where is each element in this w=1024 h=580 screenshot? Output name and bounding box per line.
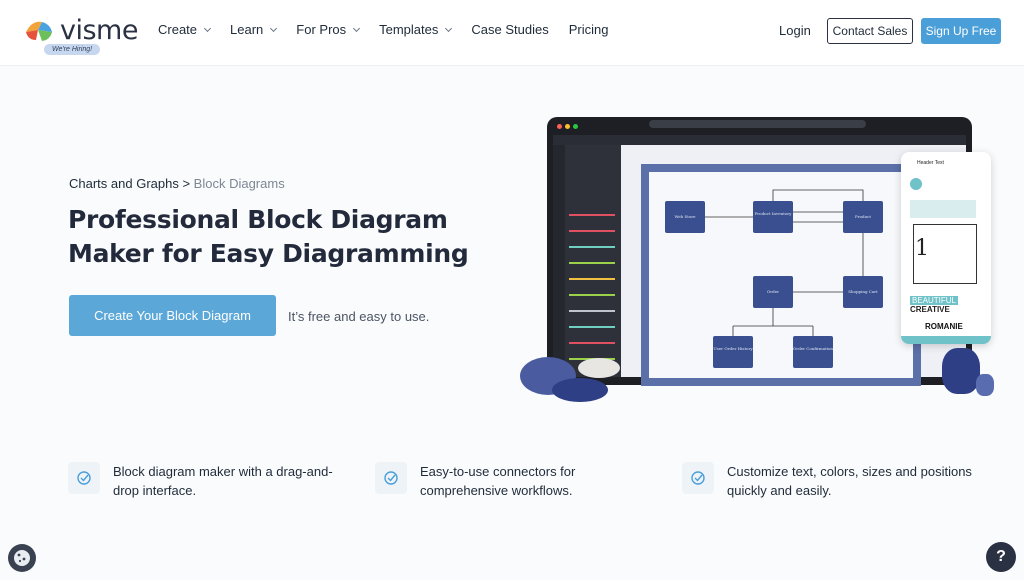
breadcrumb-charts-link[interactable]: Charts and Graphs bbox=[69, 176, 179, 191]
main-nav: Create Learn For Pros Templates Case Stu… bbox=[158, 22, 628, 37]
nav-templates[interactable]: Templates bbox=[379, 22, 453, 37]
breadcrumb: Charts and Graphs > Block Diagrams bbox=[69, 176, 285, 191]
visme-logo[interactable]: visme We're Hiring! bbox=[24, 15, 138, 56]
window-minimize-dot bbox=[565, 124, 570, 129]
diagram-area: Web Store Product Inventory Product Orde… bbox=[649, 172, 913, 378]
decor-cylinder bbox=[552, 378, 608, 402]
login-link[interactable]: Login bbox=[779, 23, 811, 38]
diagram-node-order: Order bbox=[753, 276, 793, 308]
diagram-node-product: Product bbox=[843, 201, 883, 233]
feature-text: Easy-to-use connectors for comprehensive… bbox=[420, 464, 576, 498]
breadcrumb-separator: > bbox=[178, 176, 194, 191]
phone-header-text: Header Text bbox=[917, 160, 944, 166]
editor-shapes-panel bbox=[565, 145, 621, 377]
phone-card bbox=[913, 224, 977, 284]
editor-sidebar bbox=[553, 145, 565, 377]
nav-label: Create bbox=[158, 22, 198, 37]
hero-illustration: Web Store Product Inventory Product Orde… bbox=[520, 112, 1000, 412]
decor-cylinder bbox=[942, 348, 980, 394]
feature-text: Customize text, colors, sizes and positi… bbox=[727, 464, 972, 498]
title-line-1: Professional Block Diagram bbox=[68, 205, 448, 234]
check-circle-icon bbox=[68, 462, 100, 494]
diagram-node-shopping-cart: Shopping Cart bbox=[843, 276, 883, 308]
sign-up-button[interactable]: Sign Up Free bbox=[921, 18, 1001, 44]
nav-label: For Pros bbox=[296, 22, 347, 37]
nav-label: Pricing bbox=[568, 22, 609, 37]
cookie-settings-button[interactable] bbox=[8, 544, 36, 572]
chevron-down-icon bbox=[445, 24, 453, 32]
check-circle-icon bbox=[375, 462, 407, 494]
nav-pricing[interactable]: Pricing bbox=[569, 22, 609, 37]
phone-creative-a: BEAUTIFUL bbox=[910, 296, 959, 305]
phone-name: ROMANIE bbox=[925, 322, 963, 331]
nav-case-studies[interactable]: Case Studies bbox=[471, 22, 548, 37]
nav-label: Learn bbox=[230, 22, 264, 37]
phone-block bbox=[910, 200, 976, 218]
decor-cylinder bbox=[976, 374, 994, 396]
nav-label: Case Studies bbox=[471, 22, 549, 37]
phone-mockup: Header Text 1 BEAUTIFUL CREATIVE ROMANIE bbox=[901, 152, 991, 344]
diagram-node-product-inventory: Product Inventory bbox=[753, 201, 793, 233]
phone-big-number: 1 bbox=[915, 236, 929, 261]
logo-text: visme bbox=[60, 15, 138, 46]
phone-creative-b: CREATIVE bbox=[910, 305, 950, 314]
help-button[interactable]: ? bbox=[986, 542, 1016, 572]
nav-for-pros[interactable]: For Pros bbox=[296, 22, 361, 37]
browser-address-bar bbox=[649, 120, 866, 128]
decor-cylinder bbox=[578, 358, 620, 378]
chevron-down-icon bbox=[353, 24, 361, 32]
phone-circle bbox=[910, 178, 922, 190]
nav-label: Templates bbox=[379, 22, 439, 37]
editor-toolbar bbox=[553, 135, 966, 145]
cta-note: It’s free and easy to use. bbox=[288, 309, 430, 324]
shapes-panel-lines bbox=[569, 214, 615, 360]
window-maximize-dot bbox=[573, 124, 578, 129]
cookie-icon bbox=[14, 550, 30, 566]
page-title: Professional Block Diagram Maker for Eas… bbox=[68, 203, 498, 271]
hiring-badge[interactable]: We're Hiring! bbox=[44, 44, 101, 55]
title-line-2: Maker for Easy Diagramming bbox=[68, 239, 469, 268]
diagram-node-order-history: User Order History bbox=[713, 336, 753, 368]
diagram-node-web-store: Web Store bbox=[665, 201, 705, 233]
phone-creative: BEAUTIFUL CREATIVE bbox=[910, 296, 991, 314]
nav-learn[interactable]: Learn bbox=[230, 22, 278, 37]
diagram-node-order-confirmation: Order Confirmation bbox=[793, 336, 833, 368]
create-block-diagram-button[interactable]: Create Your Block Diagram bbox=[69, 295, 276, 336]
contact-sales-button[interactable]: Contact Sales bbox=[827, 18, 913, 44]
feature-text: Block diagram maker with a drag-and-drop… bbox=[113, 464, 333, 498]
visme-logo-icon bbox=[26, 21, 52, 41]
chevron-down-icon bbox=[203, 24, 212, 32]
breadcrumb-current: Block Diagrams bbox=[193, 176, 285, 191]
diagram-connectors bbox=[705, 189, 864, 336]
phone-teal-bar bbox=[901, 336, 991, 344]
window-close-dot bbox=[557, 124, 562, 129]
chevron-down-icon bbox=[270, 24, 278, 32]
check-circle-icon bbox=[682, 462, 714, 494]
nav-create[interactable]: Create bbox=[158, 22, 212, 37]
site-header: visme We're Hiring! Create Learn For Pro… bbox=[0, 0, 1024, 66]
